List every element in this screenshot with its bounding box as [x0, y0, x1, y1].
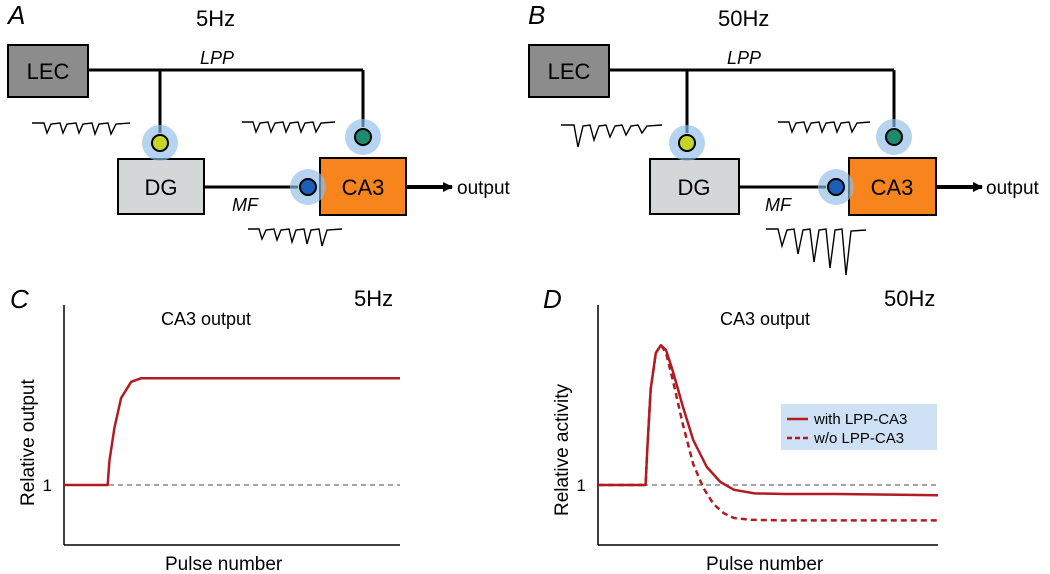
panel-c: C 5Hz CA3 output 1 Pulse number Relative…: [10, 284, 400, 574]
mf-synapse-b: [818, 169, 854, 205]
dg-label-a: DG: [145, 175, 178, 200]
dg-synapse-a: [142, 125, 178, 161]
chart-d-xlabel: Pulse number: [706, 554, 824, 574]
lpp-pathway-b: [610, 68, 896, 133]
output-label-b: output: [986, 178, 1040, 199]
chart-c-series-line: [64, 376, 400, 487]
panel-a: A 5Hz LPP MF LEC DG CA3: [6, 0, 511, 247]
chart-d-legend: with LPP-CA3 w/o LPP-CA3: [781, 404, 937, 450]
dg-trace-a: [32, 122, 131, 137]
chart-c-xlabel: Pulse number: [165, 554, 283, 574]
lpp-pathway-a: [89, 68, 365, 133]
panel-letter-a: A: [6, 0, 25, 30]
legend-background: [781, 404, 937, 450]
lec-label-b: LEC: [548, 59, 591, 84]
chart-c-frequency: 5Hz: [354, 286, 393, 311]
ca3-label-b: CA3: [871, 175, 914, 200]
dg-label-b: DG: [678, 175, 711, 200]
panel-letter-c: C: [10, 284, 29, 314]
ca3-lpp-trace-a: [242, 121, 336, 135]
panel-letter-d: D: [543, 284, 562, 314]
chart-d-ylabel: Relative activity: [552, 384, 573, 516]
dg-box-a: DG: [117, 158, 205, 215]
output-label-a: output: [457, 178, 511, 199]
lpp-label-a: LPP: [200, 48, 234, 68]
lec-label-a: LEC: [27, 59, 70, 84]
ca3-lpp-trace-b: [778, 121, 871, 135]
frequency-label-a: 5Hz: [196, 6, 235, 31]
panel-letter-b: B: [528, 0, 545, 30]
chart-c-ytick-label: 1: [43, 476, 52, 495]
chart-c-ylabel: Relative output: [18, 379, 39, 506]
ca3-lpp-synapse-b: [876, 119, 912, 155]
panel-b: B 50Hz LPP MF LEC DG CA3: [528, 0, 1040, 276]
chart-d-series-without-lpp-ca3: [598, 343, 938, 522]
lec-box-a: LEC: [7, 44, 89, 98]
panel-d: D 50Hz CA3 output 1 Pulse number Relativ…: [543, 284, 939, 574]
ca3-label-a: CA3: [342, 175, 385, 200]
chart-c-title: CA3 output: [161, 309, 251, 329]
chart-d-frequency: 50Hz: [884, 286, 935, 311]
chart-d-title: CA3 output: [720, 309, 810, 329]
ca3-box-a: CA3: [319, 157, 407, 216]
mf-synapse-a: [290, 169, 326, 205]
dg-trace-b: [561, 124, 663, 148]
dg-synapse-b: [669, 125, 705, 161]
frequency-label-b: 50Hz: [718, 6, 769, 31]
legend-label-with-lpp-ca3: with LPP-CA3: [813, 411, 907, 428]
mf-label-b: MF: [765, 195, 792, 215]
lpp-label-b: LPP: [727, 48, 761, 68]
lec-box-b: LEC: [528, 44, 610, 98]
dg-box-b: DG: [649, 158, 740, 215]
ca3-lpp-synapse-a: [345, 119, 381, 155]
legend-label-without-lpp-ca3: w/o LPP-CA3: [813, 430, 904, 447]
mf-trace-b: [766, 228, 867, 276]
mf-label-a: MF: [232, 195, 259, 215]
ca3-box-b: CA3: [848, 157, 937, 216]
chart-d-ytick-label: 1: [577, 476, 586, 495]
mf-trace-a: [248, 228, 343, 247]
